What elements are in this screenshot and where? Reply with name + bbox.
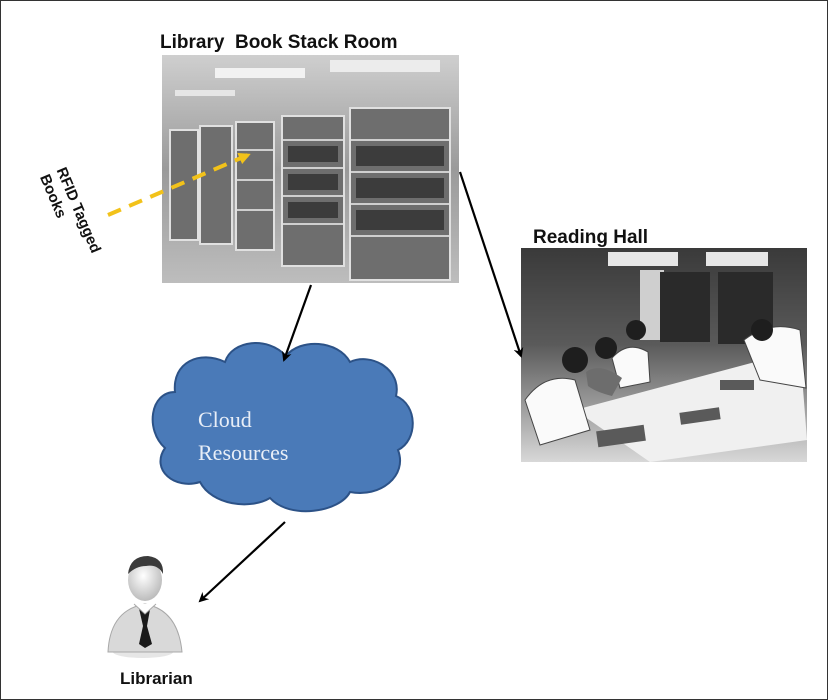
reading-hall-photo [521,248,807,462]
cloud-shape [151,342,414,513]
rfid-label: RFID Tagged Books [36,165,104,256]
cloud-label-line1: Cloud [198,407,252,432]
arrow-cloud-to-librarian [198,521,286,603]
arrow-stack-to-cloud [282,284,313,362]
cloud-label-line2: Resources [198,440,288,465]
rfid-dashed-arrow [107,153,251,217]
librarian-icon [107,556,183,658]
stack-room-title: Library Book Stack Room [160,32,398,53]
librarian-title: Librarian [120,669,193,688]
arrow-stack-to-reading-hall [458,171,524,358]
stack-room-photo [162,55,459,283]
reading-hall-title: Reading Hall [533,227,649,248]
